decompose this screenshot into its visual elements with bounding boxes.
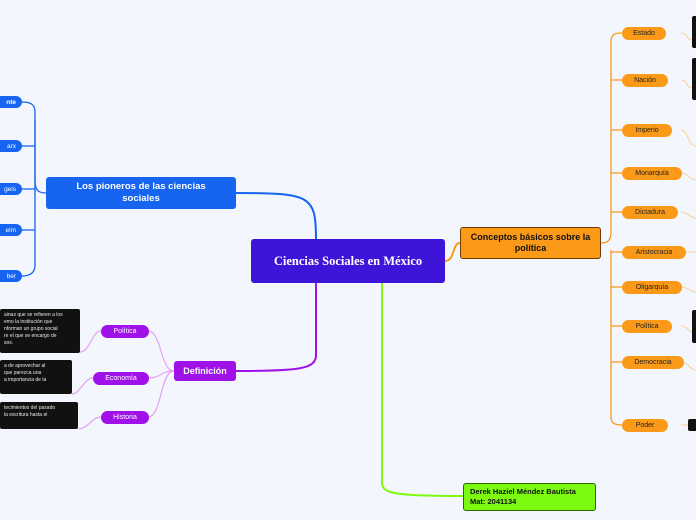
- concepts-topic-label: Conceptos básicos sobre la política: [470, 232, 591, 253]
- author-id: Mat: 2041134: [470, 497, 517, 506]
- definition-note-historia: tecimientos del pasado la escritura hast…: [0, 402, 78, 429]
- concept-item-imperio[interactable]: Imperio: [622, 124, 672, 137]
- pioneer-item-3[interactable]: geis: [0, 183, 22, 195]
- pioneer-item-4[interactable]: elm: [0, 224, 22, 236]
- definition-note-economia: a de aprovechar al que parezca una a imp…: [0, 360, 72, 394]
- central-topic-label: Ciencias Sociales en México: [273, 253, 423, 268]
- pioneers-topic[interactable]: Los pioneros de las ciencias sociales: [46, 177, 236, 209]
- pioneers-topic-label: Los pioneros de las ciencias sociales: [76, 181, 206, 204]
- author-name: Derek Haziel Méndez Bautista: [470, 487, 576, 496]
- definition-item-politica[interactable]: Política: [101, 325, 149, 338]
- concept-item-politica[interactable]: Política: [622, 320, 672, 333]
- concept-item-monarquia[interactable]: Monarquía: [622, 167, 682, 180]
- concept-item-nacion[interactable]: Nación: [622, 74, 668, 87]
- pioneer-item-5[interactable]: ber: [0, 270, 22, 282]
- definition-item-economia[interactable]: Economía: [93, 372, 149, 385]
- pioneer-item-1[interactable]: nte: [0, 96, 22, 108]
- concept-note-politica: [692, 310, 696, 343]
- concepts-topic[interactable]: Conceptos básicos sobre la política: [460, 227, 601, 259]
- concept-item-democracia[interactable]: Democracia: [622, 356, 684, 369]
- pioneer-item-2[interactable]: arx: [0, 140, 22, 152]
- concept-item-oligarquia[interactable]: Oligarquía: [622, 281, 682, 294]
- central-topic[interactable]: Ciencias Sociales en México: [251, 239, 445, 283]
- definition-note-politica: ainas que se refieren a los emo la insti…: [0, 309, 80, 353]
- definition-item-historia[interactable]: Historia: [101, 411, 149, 424]
- concept-item-estado[interactable]: Estado: [622, 27, 666, 40]
- concept-item-dictadura[interactable]: Dictadura: [622, 206, 678, 219]
- definition-topic[interactable]: Definición: [174, 361, 236, 381]
- concept-item-aristocracia[interactable]: Aristocracia: [622, 246, 686, 259]
- author-node[interactable]: Derek Haziel Méndez Bautista Mat: 204113…: [463, 483, 596, 511]
- concept-item-poder[interactable]: Poder: [622, 419, 668, 432]
- concept-note-estado: [692, 16, 696, 48]
- definition-topic-label: Definición: [183, 366, 227, 376]
- concept-note-nacion: [692, 58, 696, 100]
- concept-note-poder: [688, 419, 696, 431]
